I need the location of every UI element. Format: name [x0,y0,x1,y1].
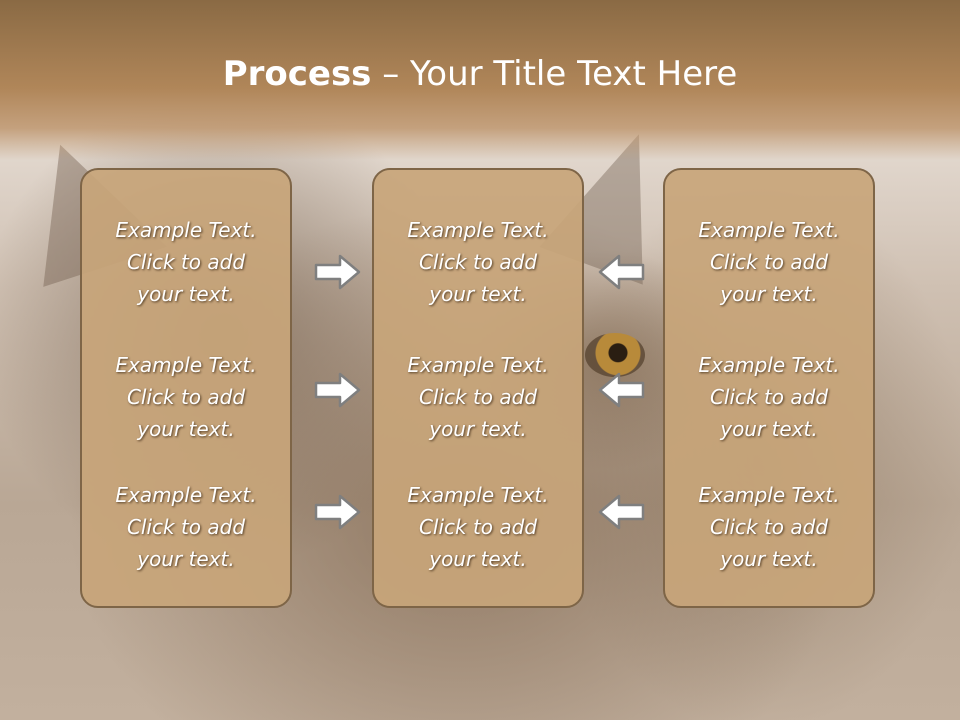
text-line: Click to add [418,515,538,539]
process-panel-1[interactable]: Example Text. Click to add your text. Ex… [80,168,292,608]
arrow-right-icon[interactable] [314,252,362,292]
text-placeholder[interactable]: Example Text. Click to add your text. [82,479,290,575]
text-line: Example Text. [698,353,840,377]
text-line: your text. [137,282,235,306]
text-line: Example Text. [698,483,840,507]
text-placeholder[interactable]: Example Text. Click to add your text. [374,349,582,445]
text-line: your text. [429,547,527,571]
text-line: Example Text. [115,353,257,377]
text-line: your text. [720,282,818,306]
text-line: your text. [137,417,235,441]
arrow-left-icon[interactable] [597,252,645,292]
process-panel-3[interactable]: Example Text. Click to add your text. Ex… [663,168,875,608]
text-line: Click to add [126,515,246,539]
arrow-left-icon[interactable] [597,492,645,532]
text-line: your text. [429,417,527,441]
text-placeholder[interactable]: Example Text. Click to add your text. [82,214,290,310]
text-line: your text. [720,417,818,441]
text-line: Example Text. [698,218,840,242]
text-line: your text. [429,282,527,306]
text-line: Click to add [418,385,538,409]
text-line: Click to add [709,250,829,274]
arrow-left-icon[interactable] [597,370,645,410]
text-line: Example Text. [115,483,257,507]
title-bold-part: Process [222,54,372,94]
text-line: Click to add [709,515,829,539]
text-placeholder[interactable]: Example Text. Click to add your text. [665,479,873,575]
text-line: Click to add [126,250,246,274]
text-line: Example Text. [407,218,549,242]
text-line: your text. [720,547,818,571]
arrow-right-icon[interactable] [314,370,362,410]
title-rest-part: – Your Title Text Here [371,54,738,94]
slide-title[interactable]: Process – Your Title Text Here [0,52,960,96]
text-placeholder[interactable]: Example Text. Click to add your text. [665,214,873,310]
text-placeholder[interactable]: Example Text. Click to add your text. [665,349,873,445]
text-line: Example Text. [407,353,549,377]
text-line: your text. [137,547,235,571]
cat-eye [585,333,645,377]
arrow-right-icon[interactable] [314,492,362,532]
text-line: Example Text. [407,483,549,507]
process-panel-2[interactable]: Example Text. Click to add your text. Ex… [372,168,584,608]
text-placeholder[interactable]: Example Text. Click to add your text. [374,479,582,575]
text-line: Click to add [418,250,538,274]
text-line: Click to add [126,385,246,409]
text-placeholder[interactable]: Example Text. Click to add your text. [374,214,582,310]
title-band [0,0,960,160]
text-placeholder[interactable]: Example Text. Click to add your text. [82,349,290,445]
text-line: Click to add [709,385,829,409]
text-line: Example Text. [115,218,257,242]
